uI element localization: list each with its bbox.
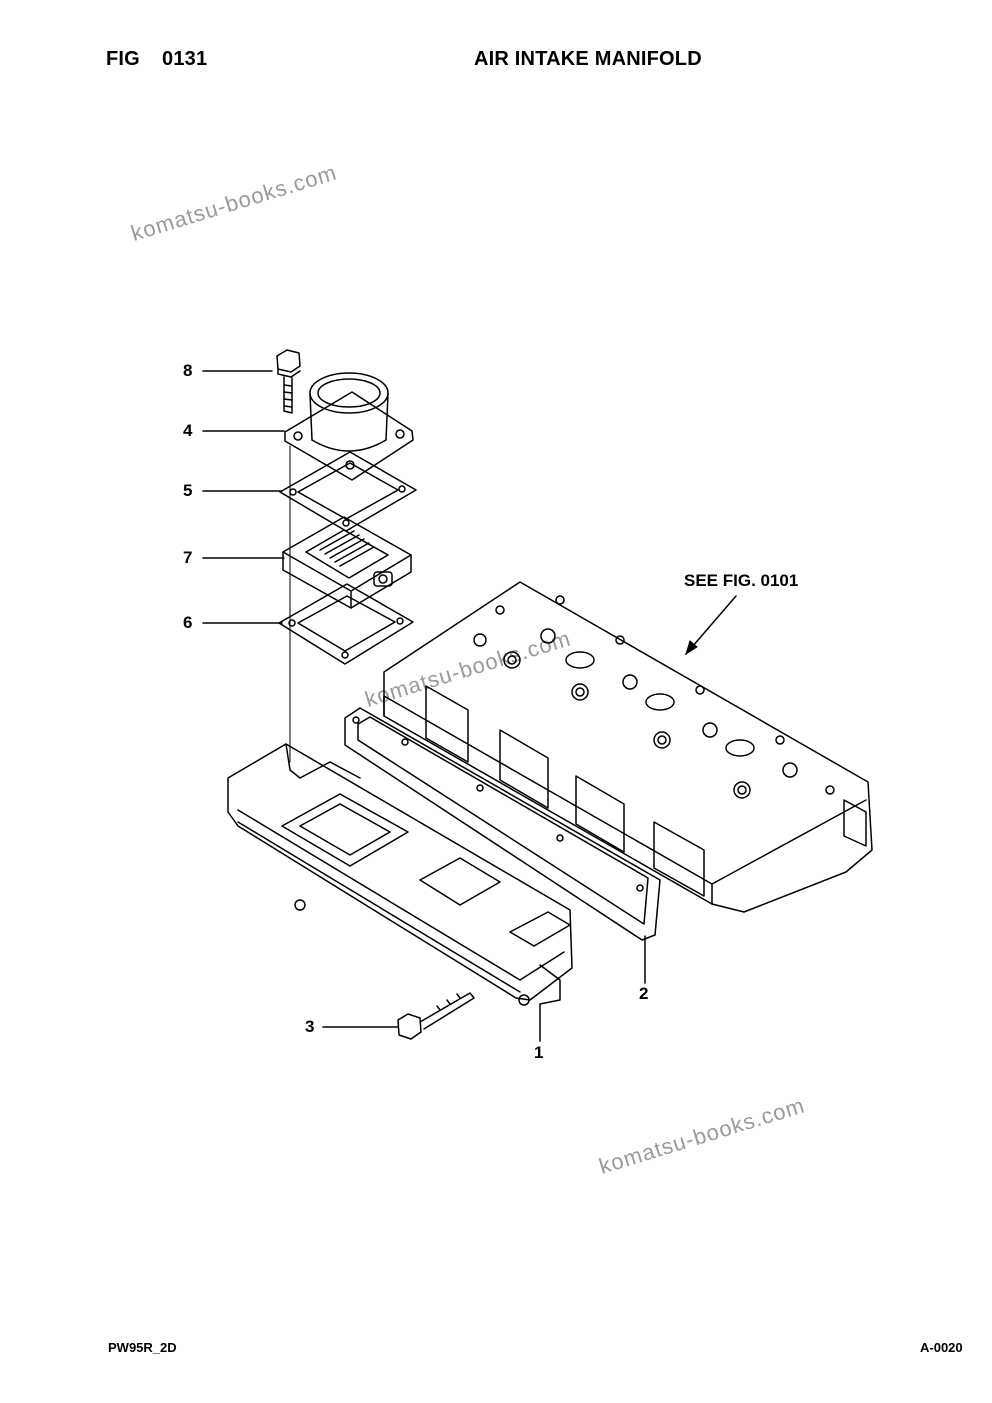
figure-title: AIR INTAKE MANIFOLD [474,48,702,70]
callout-1: 1 [534,1043,544,1062]
part-connector-4 [284,372,414,481]
figure-number: 0131 [162,48,208,70]
callout-5: 5 [183,481,193,500]
cylinder-head-reference [383,581,873,913]
callout-3: 3 [305,1017,315,1036]
leader-lines [202,370,646,1042]
figure-label: FIG [106,48,140,70]
part-heater-7 [282,516,412,609]
see-figure-reference: SEE FIG. 0101 [684,571,799,590]
part-manifold-1 [227,743,573,1006]
part-gasket-6 [278,583,414,665]
callout-8: 8 [183,361,193,380]
part-bolt-3 [397,992,475,1040]
part-gasket-5 [279,451,417,532]
callout-4: 4 [183,421,193,440]
callout-7: 7 [183,548,193,567]
callout-2: 2 [639,984,649,1003]
part-gasket-2 [344,707,661,941]
callout-6: 6 [183,613,193,632]
page-code: A-0020 [920,1340,963,1355]
model-code: PW95R_2D [108,1340,177,1355]
part-bolt-8 [276,349,301,414]
